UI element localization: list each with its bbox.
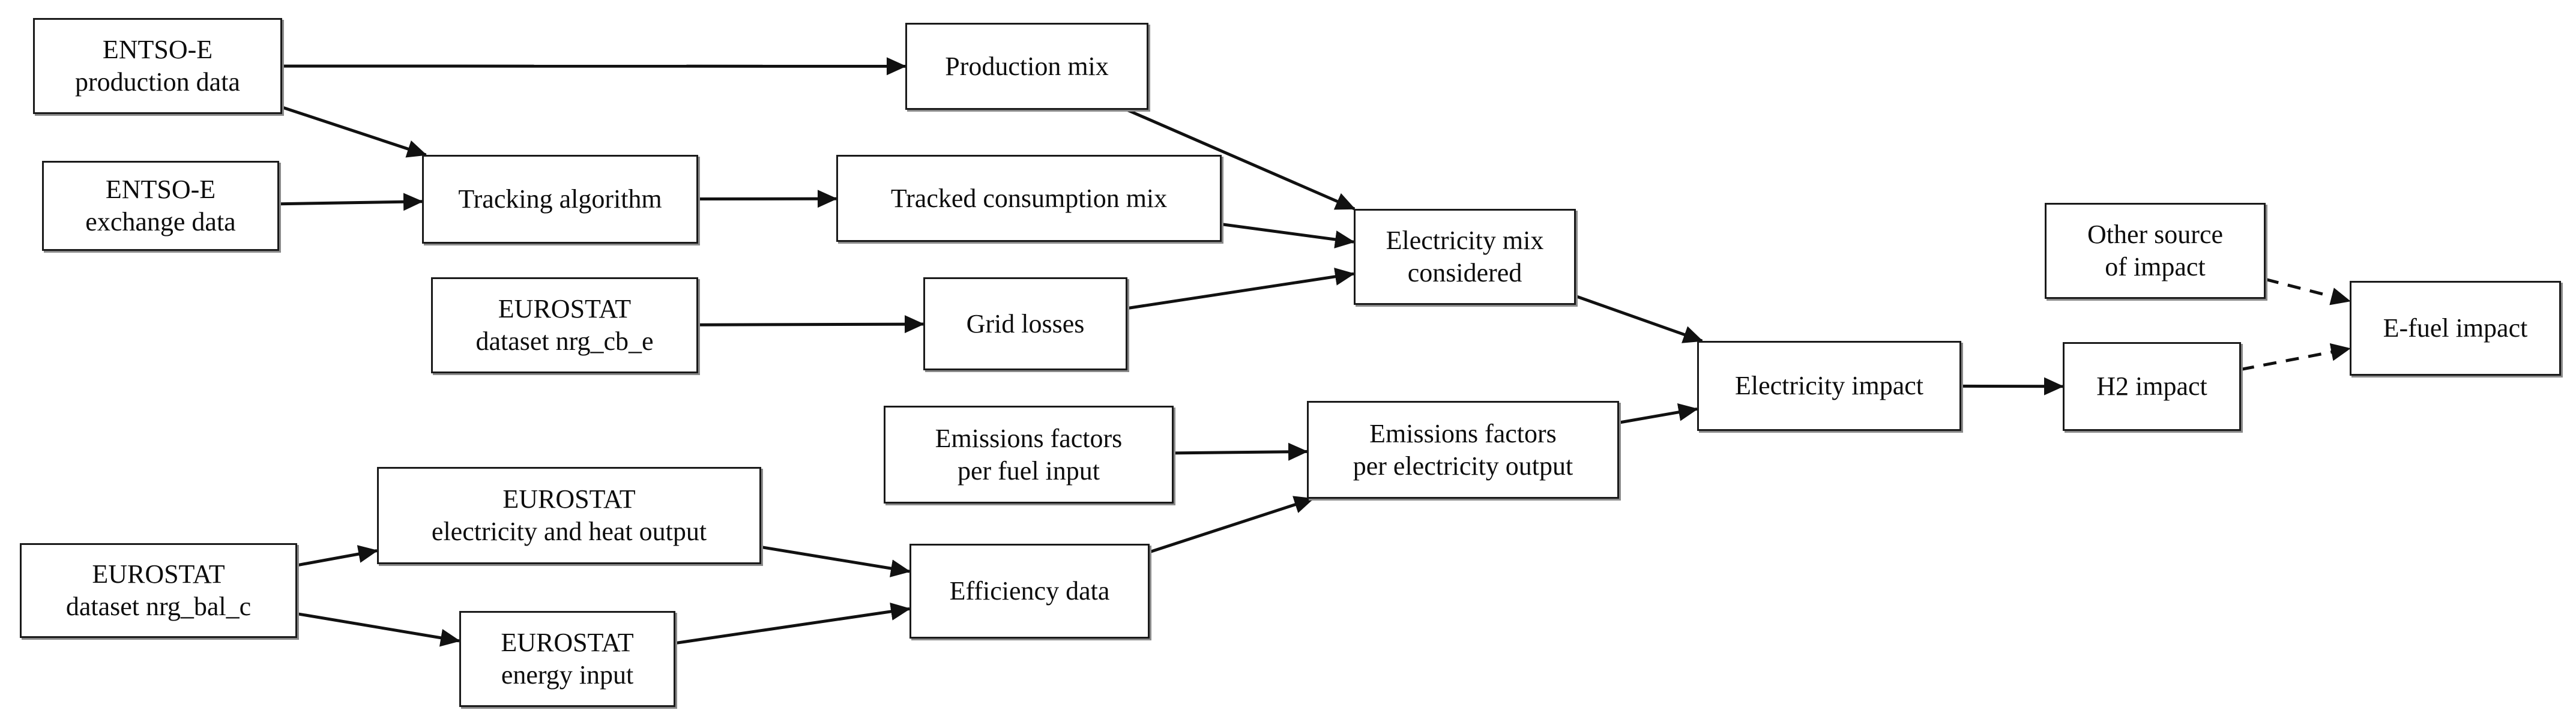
edge-eurostat_nrg_cb_e-to-grid_losses <box>698 315 925 334</box>
edge-tracked_mix-to-electricity_mix <box>1221 223 1355 248</box>
edge-emissions_fuel-to-emissions_elec <box>1173 442 1308 461</box>
edge-other_source-to-efuel_impact <box>2265 278 2351 305</box>
node-electricity_impact: Electricity impact <box>1697 341 1961 431</box>
node-eurostat_heat_out: EUROSTAT electricity and heat output <box>377 467 761 564</box>
edge-entsoe_production-to-tracking_algorithm <box>282 106 427 158</box>
node-other_source: Other source of impact <box>2045 203 2266 299</box>
node-entsoe_production: ENTSO-E production data <box>33 18 282 114</box>
node-efficiency_data: Efficiency data <box>909 544 1150 639</box>
edge-h2_impact-to-efuel_impact <box>2240 343 2351 371</box>
node-electricity_mix: Electricity mix considered <box>1354 209 1576 305</box>
node-eurostat_energy_in: EUROSTAT energy input <box>459 611 675 707</box>
node-grid_losses: Grid losses <box>923 277 1127 370</box>
node-eurostat_nrg_cb_e: EUROSTAT dataset nrg_cb_e <box>431 277 698 373</box>
node-production_mix: Production mix <box>905 23 1148 110</box>
node-h2_impact: H2 impact <box>2063 342 2241 431</box>
node-entsoe_exchange: ENTSO-E exchange data <box>42 161 279 251</box>
edge-eurostat_nrg_bal_c-to-eurostat_heat_out <box>297 545 378 567</box>
edge-eurostat_nrg_bal_c-to-eurostat_energy_in <box>297 612 460 647</box>
edge-eurostat_heat_out-to-efficiency_data <box>761 546 911 577</box>
edge-electricity_mix-to-electricity_impact <box>1575 295 1704 343</box>
node-emissions_fuel: Emissions factors per fuel input <box>884 406 1174 504</box>
edge-efficiency_data-to-emissions_elec <box>1149 496 1315 554</box>
edge-grid_losses-to-electricity_mix <box>1127 268 1355 310</box>
node-efuel_impact: E-fuel impact <box>2350 281 2561 376</box>
edge-entsoe_exchange-to-tracking_algorithm <box>279 193 423 211</box>
node-eurostat_nrg_bal_c: EUROSTAT dataset nrg_bal_c <box>20 543 297 638</box>
edge-eurostat_energy_in-to-efficiency_data <box>675 603 911 645</box>
node-tracking_algorithm: Tracking algorithm <box>422 155 698 244</box>
node-tracked_mix: Tracked consumption mix <box>836 155 1222 242</box>
edge-emissions_elec-to-electricity_impact <box>1618 403 1698 424</box>
node-emissions_elec: Emissions factors per electricity output <box>1307 401 1619 499</box>
